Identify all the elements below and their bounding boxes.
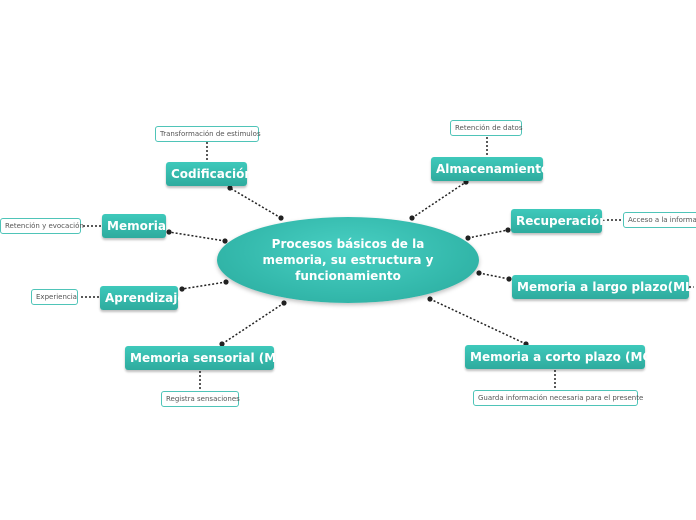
link-codificacion (229, 187, 282, 219)
topic-memoria-corto-plazo[interactable]: Memoria a corto plazo (MCP) (465, 345, 666, 369)
note-recuperacion[interactable]: Acceso a la información (623, 212, 696, 228)
topic-memoria[interactable]: Memoria (102, 214, 166, 238)
central-topic[interactable]: Procesos básicos de la memoria, su estru… (217, 217, 479, 303)
topic-codificacion[interactable]: Codificación (166, 162, 253, 186)
link-almacenamiento (411, 181, 467, 219)
topic-almacenamiento[interactable]: Almacenamiento (431, 157, 549, 181)
link-memoria-end-dot (166, 229, 172, 235)
link-memoria-corto-plazo (429, 298, 527, 345)
link-recuperacion (467, 229, 509, 239)
link-memoria-largo-plazo-start-dot (476, 270, 482, 276)
topic-aprendizaje[interactable]: Aprendizaje (100, 286, 186, 310)
note-memoria-corto-plazo[interactable]: Guarda información necesaria para el pre… (473, 390, 643, 406)
link-codificacion-start-dot (278, 215, 284, 221)
note-memoria[interactable]: Retención y evocación (0, 218, 84, 234)
link-memoria-largo-plazo-end-dot (506, 276, 512, 282)
link-memoria-sensorial-end-dot (219, 341, 225, 347)
link-memoria-largo-plazo (478, 272, 510, 280)
topic-recuperacion[interactable]: Recuperación (511, 209, 608, 233)
topic-memoria-largo-plazo[interactable]: Memoria a largo plazo(MLP) (512, 275, 696, 299)
note-memoria-sensorial[interactable]: Registra sensaciones (161, 391, 240, 407)
link-codificacion-end-dot (227, 185, 233, 191)
link-aprendizaje (181, 281, 227, 290)
link-memoria-sensorial-start-dot (281, 300, 287, 306)
link-almacenamiento-start-dot (409, 215, 415, 221)
link-aprendizaje-start-dot (223, 279, 229, 285)
central-topic-label: Procesos básicos de la memoria, su estru… (262, 237, 434, 283)
link-memoria (168, 231, 226, 242)
link-memoria-corto-plazo-start-dot (427, 296, 433, 302)
note-almacenamiento[interactable]: Retención de datos (450, 120, 522, 136)
note-codificacion[interactable]: Transformación de estimulos (155, 126, 261, 142)
link-recuperacion-start-dot (465, 235, 471, 241)
link-memoria-sensorial (221, 302, 285, 345)
link-recuperacion-end-dot (505, 227, 511, 233)
link-aprendizaje-end-dot (179, 286, 185, 292)
note-aprendizaje[interactable]: Experiencia (31, 289, 78, 305)
topic-memoria-sensorial[interactable]: Memoria sensorial (MS) (125, 346, 290, 370)
